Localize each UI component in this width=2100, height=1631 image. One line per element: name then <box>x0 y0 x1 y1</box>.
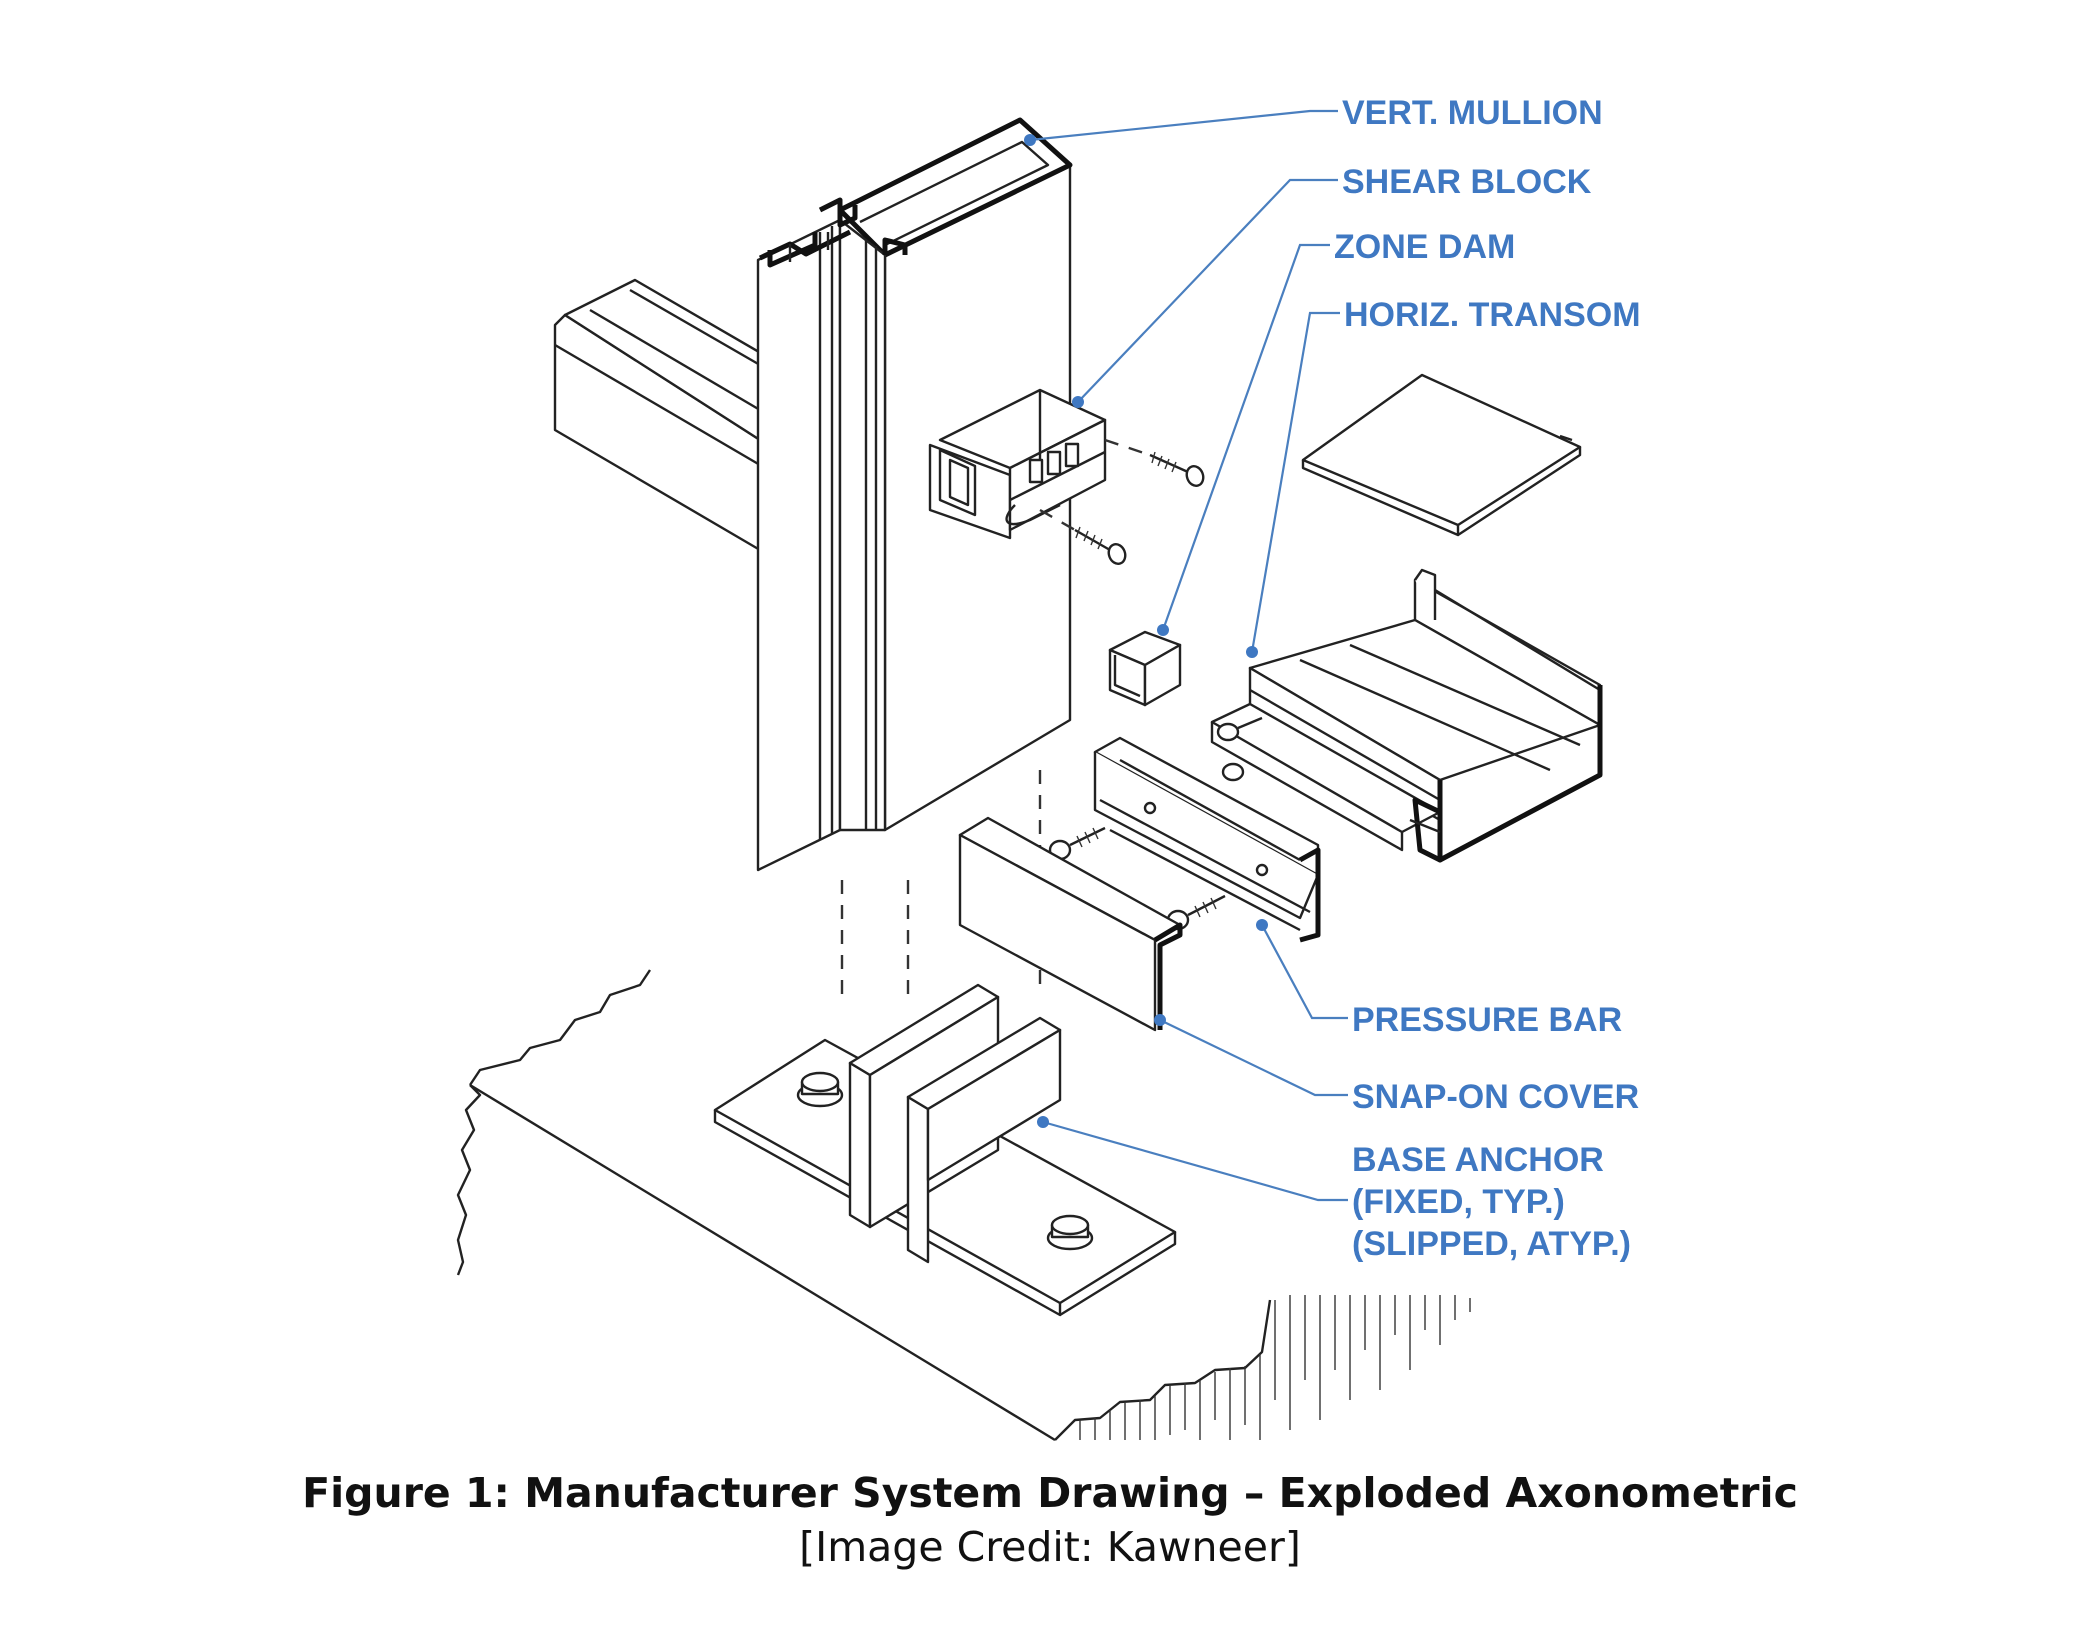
shear-block <box>928 388 1107 540</box>
screw-lower <box>1074 526 1127 565</box>
label-zone-dam: ZONE DAM <box>1334 228 1515 266</box>
snap-on-cover <box>958 816 1183 1032</box>
transom-screw-2 <box>1221 762 1245 782</box>
figure-caption: Figure 1: Manufacturer System Drawing – … <box>0 1466 2100 1574</box>
shear-block-screws <box>1039 438 1205 565</box>
label-base-anchor-slipped: (SLIPPED, ATYP.) <box>1352 1225 1631 1263</box>
callout-leaders <box>1024 109 1348 1202</box>
anchor-bolt-right <box>1046 1214 1094 1251</box>
horizontal-transom <box>1210 568 1603 863</box>
zone-dam <box>1108 630 1182 707</box>
label-horiz-transom: HORIZ. TRANSOM <box>1344 296 1641 334</box>
base-anchor <box>713 983 1177 1317</box>
caption-title: Figure 1: Manufacturer System Drawing – … <box>302 1469 1798 1517</box>
transom-screw-1 <box>1216 716 1263 742</box>
label-pressure-bar: PRESSURE BAR <box>1352 1001 1622 1039</box>
floor-slab <box>456 969 1471 1442</box>
adjacent-horizontal <box>553 278 792 552</box>
exploded-axonometric-drawing: VERT. MULLION SHEAR BLOCK ZONE DAM HORIZ… <box>456 94 1641 1442</box>
label-vert-mullion: VERT. MULLION <box>1342 94 1603 132</box>
anchor-bolt-left <box>796 1071 844 1108</box>
transom-cover-plate <box>1301 373 1582 537</box>
screw-upper <box>1149 451 1205 487</box>
label-snap-on-cover: SNAP-ON COVER <box>1352 1078 1639 1116</box>
label-shear-block: SHEAR BLOCK <box>1342 163 1592 201</box>
label-base-anchor: BASE ANCHOR <box>1352 1141 1604 1179</box>
callout-labels: VERT. MULLION SHEAR BLOCK ZONE DAM HORIZ… <box>1334 94 1641 1263</box>
pressure-bar-screw-1 <box>1048 826 1106 861</box>
caption-credit: [Image Credit: Kawneer] <box>799 1523 1301 1571</box>
label-base-anchor-fixed: (FIXED, TYP.) <box>1352 1183 1565 1221</box>
